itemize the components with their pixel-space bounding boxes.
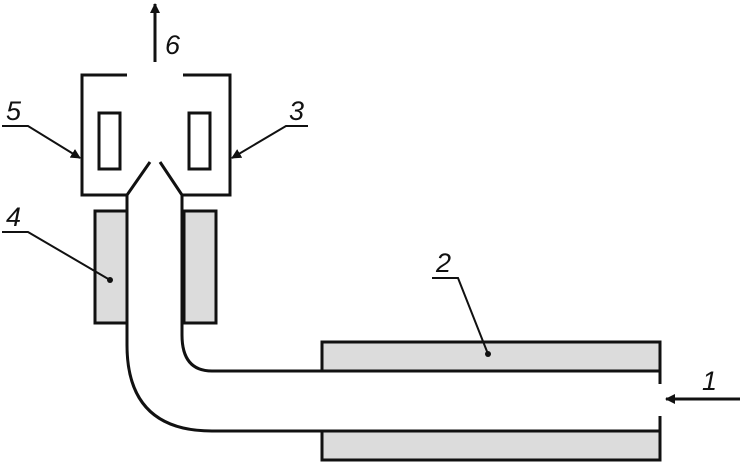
leader-3	[231, 125, 308, 159]
tube-inner-wall	[180, 195, 660, 373]
label-5: 5	[6, 96, 22, 126]
leader-5	[2, 125, 81, 159]
label-6: 6	[165, 30, 181, 60]
label-4: 4	[6, 202, 21, 232]
leader-4-dot	[107, 277, 113, 283]
right-coil-block	[182, 209, 218, 325]
top-chamber	[80, 73, 232, 197]
label-1: 1	[702, 366, 717, 396]
leader-2-dot	[485, 351, 491, 357]
left-coil-block	[93, 209, 129, 325]
label-3: 3	[289, 96, 304, 126]
lower-horizontal-block	[320, 429, 662, 462]
upper-horizontal-block	[320, 340, 662, 373]
label-2: 2	[435, 248, 451, 278]
nozzle	[125, 161, 184, 196]
leader-4	[2, 231, 111, 281]
right-electrode	[187, 111, 212, 171]
leader-2	[432, 277, 489, 355]
left-electrode	[97, 111, 122, 171]
tube-outer-wall	[125, 195, 660, 433]
